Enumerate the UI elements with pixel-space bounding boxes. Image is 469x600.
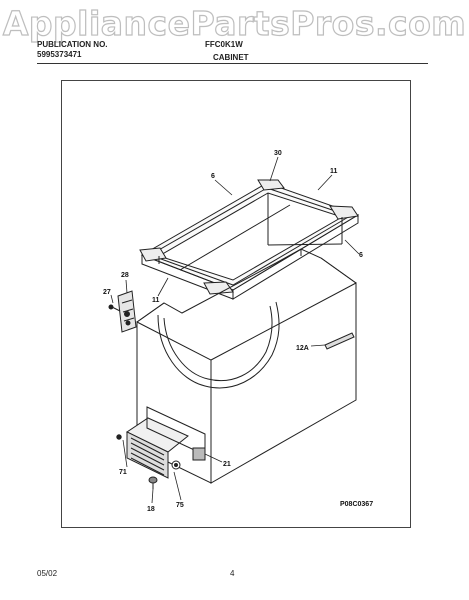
- leveler-foot-18: [148, 476, 158, 489]
- lid-frame: [139, 179, 360, 300]
- label-12a-plate: [324, 332, 355, 350]
- callout-18: 18: [147, 506, 155, 513]
- hinge-bracket: [117, 290, 137, 333]
- callout-12a: 12A: [296, 345, 309, 352]
- publication-label: PUBLICATION NO.: [37, 40, 108, 49]
- callout-30: 30: [274, 150, 282, 157]
- callout-28: 28: [121, 272, 129, 279]
- callout-11-left: 11: [152, 297, 160, 304]
- footer-page-number: 4: [230, 569, 235, 578]
- callout-leaders: [110, 156, 360, 504]
- callout-75: 75: [176, 502, 184, 509]
- publication-number: 5995373471: [37, 50, 82, 59]
- callout-6-top: 6: [211, 173, 215, 180]
- screw-71: [116, 434, 122, 440]
- watermark-text: AppliancePartsPros.com: [2, 3, 467, 43]
- callout-6-right: 6: [359, 252, 363, 259]
- figure-code: P08C0367: [340, 501, 373, 508]
- callout-21: 21: [223, 461, 231, 468]
- callout-71: 71: [119, 469, 127, 476]
- model-number: FFC0K1W: [205, 40, 243, 49]
- callout-labels: 30 6 11 6 28 27 11 12A 71 21 18 75 P08C0…: [103, 150, 373, 513]
- section-title: CABINET: [213, 53, 249, 62]
- diagram-frame: [61, 80, 411, 528]
- header-divider: [37, 63, 428, 64]
- terminal-block-21: [192, 447, 206, 461]
- callout-27: 27: [103, 289, 111, 296]
- footer-date: 05/02: [37, 569, 58, 578]
- machine-compartment-grille: [125, 406, 206, 479]
- screw-27: [108, 304, 121, 312]
- callout-11-top: 11: [330, 168, 338, 175]
